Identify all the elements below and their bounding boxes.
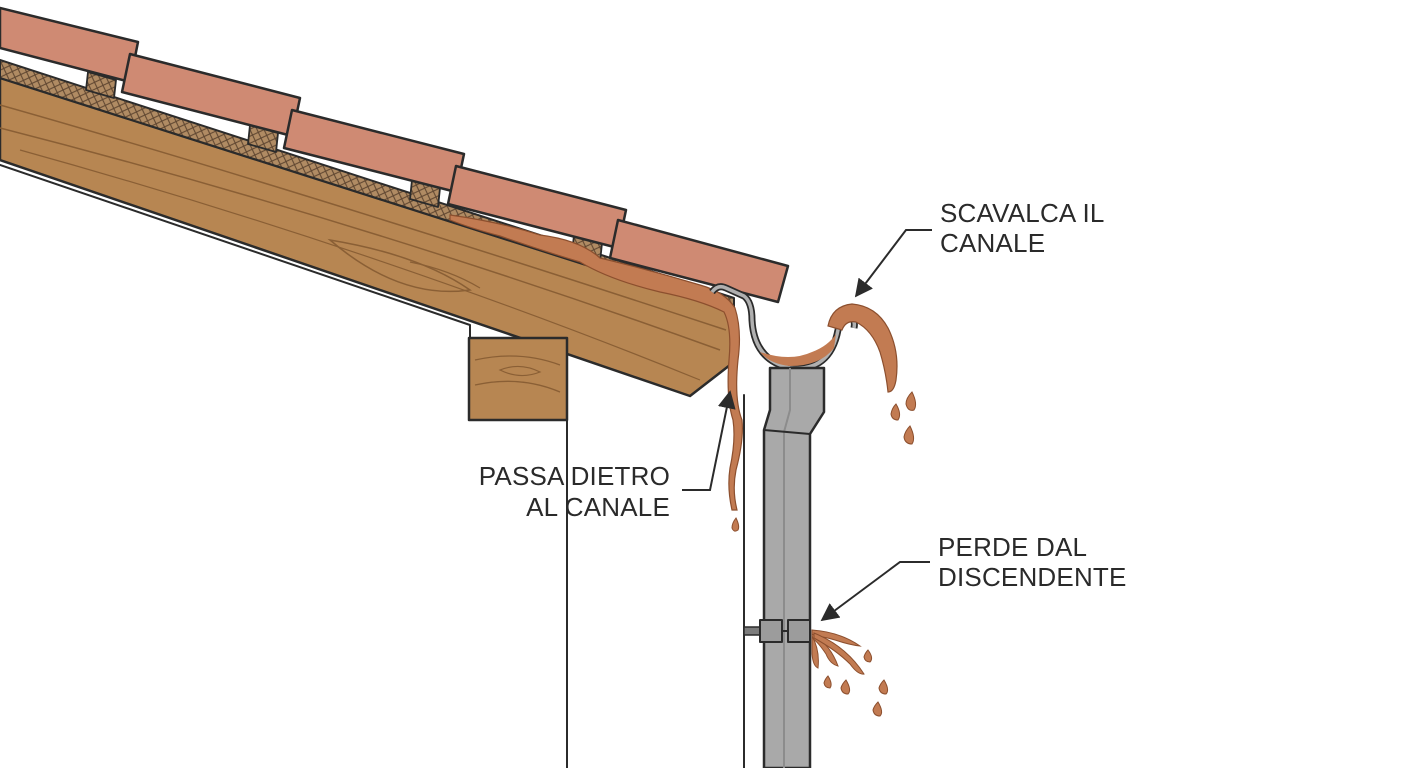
water-drop-icon [731, 517, 740, 532]
label-overflow-line2: CANALE [940, 228, 1045, 258]
label-downspout-leak: PERDE DAL DISCENDENTE [938, 532, 1127, 592]
water-drop-icon [903, 425, 915, 445]
leader-arrow-icon [820, 561, 930, 622]
label-overflow: SCAVALCA IL CANALE [940, 198, 1105, 258]
water-drop-icon [890, 403, 901, 421]
downspout [762, 366, 826, 768]
label-downspout-leak-line1: PERDE DAL [938, 532, 1087, 562]
label-overflow-line1: SCAVALCA IL [940, 198, 1105, 228]
water-drop-icon [823, 675, 832, 689]
label-behind: PASSA DIETRO AL CANALE [479, 461, 670, 522]
water-drop-icon [863, 649, 873, 663]
house-wall [0, 164, 745, 768]
water-drop-icon [872, 701, 883, 717]
label-behind-line1: PASSA DIETRO [479, 461, 670, 491]
water-drop-icon [878, 679, 889, 695]
label-downspout-leak-line2: DISCENDENTE [938, 562, 1127, 592]
label-behind-line2: AL CANALE [526, 492, 670, 522]
roof-tiles [0, 6, 790, 304]
leader-lines [682, 229, 932, 622]
water-drop-icon [840, 679, 851, 695]
wall-plate [467, 336, 569, 422]
water-behind-gutter [449, 214, 743, 532]
water-overflow [827, 303, 917, 445]
water-drop-icon [905, 391, 917, 411]
leader-arrow-icon [682, 390, 736, 491]
downspout-bracket [743, 619, 811, 643]
leader-arrow-icon [854, 229, 932, 298]
water-downspout-spray [811, 629, 889, 717]
